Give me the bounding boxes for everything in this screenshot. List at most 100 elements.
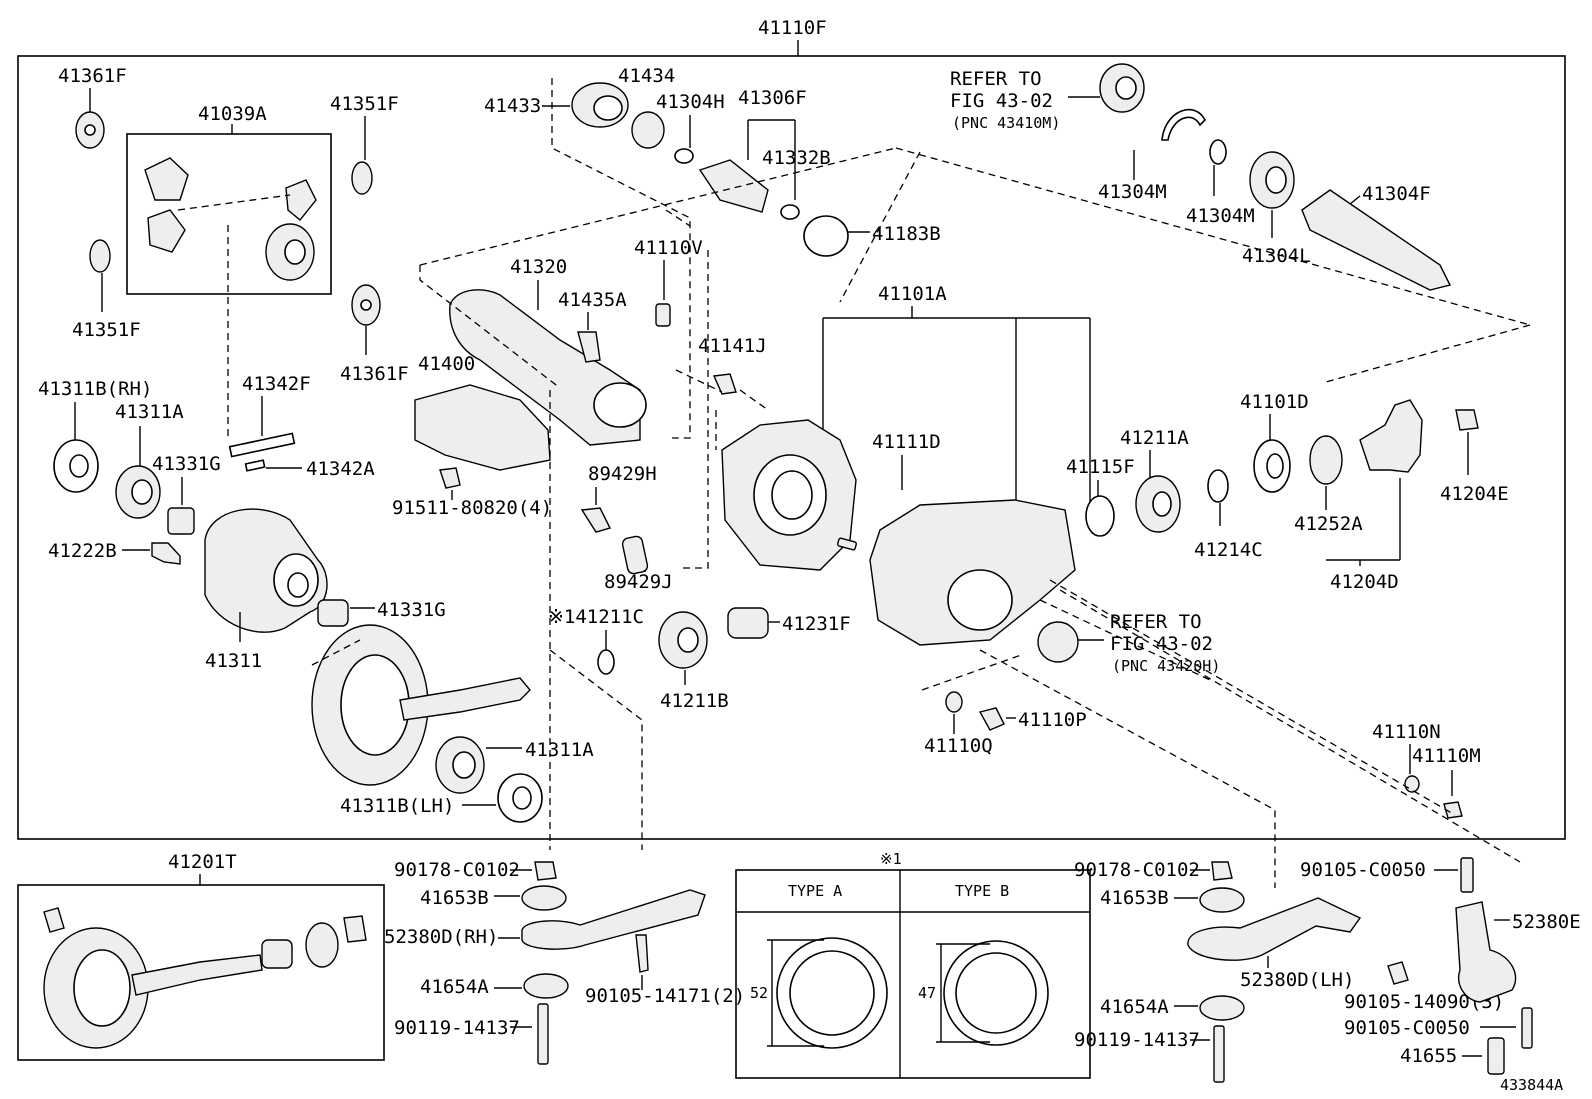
part-label-91511-80820: 91511-80820(4)	[392, 497, 552, 519]
part-label-41342A: 41342A	[306, 458, 375, 480]
link-52380E	[1455, 901, 1517, 1003]
part-label-41311B-lh: 41311B(LH)	[340, 795, 454, 817]
inset-dim-a: 52	[750, 984, 768, 1002]
ring-pinion-frame	[17, 884, 385, 1061]
part-label-41304F: 41304F	[1362, 183, 1431, 205]
part-label-90119-a: 90119-14137	[394, 1017, 520, 1039]
actuator-41400	[414, 384, 551, 471]
thrust-washer-41351F-a	[351, 161, 373, 195]
part-label-41101A: 41101A	[878, 283, 947, 305]
part-label-41311A-b: 41311A	[525, 739, 594, 761]
bracket-52380D-lh	[1187, 897, 1362, 961]
part-label-90105-14090: 90105-14090(3)	[1344, 991, 1504, 1013]
cushion-41654A-b	[1199, 995, 1245, 1021]
bushing-41231F	[727, 607, 769, 639]
refer-top-line3: (PNC 43410M)	[952, 114, 1060, 132]
bolt-41201T	[43, 907, 65, 933]
part-label-41311A-a: 41311A	[115, 401, 184, 423]
breather-41110V	[655, 303, 671, 327]
part-label-41115F: 41115F	[1066, 456, 1135, 478]
part-label-41311B-rh: 41311B(RH)	[38, 378, 152, 400]
nut-41204E	[1455, 409, 1479, 431]
part-label-41304M-inner: 41304M	[1186, 205, 1255, 227]
part-label-89429H: 89429H	[588, 463, 657, 485]
spacer-41214C	[1207, 469, 1229, 503]
bolt-90105-c0050-a	[1460, 857, 1474, 893]
part-label-90178-a: 90178-C0102	[394, 859, 520, 881]
part-label-41211C: ※141211C	[548, 606, 644, 628]
shaft-41306F	[698, 159, 769, 213]
bolt-41435A	[577, 331, 601, 363]
oil-seal-right-ref	[1037, 621, 1079, 663]
spacer-41211C	[597, 649, 615, 675]
type-inset-frame	[735, 869, 1091, 1079]
part-label-41433: 41433	[484, 95, 541, 117]
part-label-90178-b: 90178-C0102	[1074, 859, 1200, 881]
part-label-41101D: 41101D	[1240, 391, 1309, 413]
nut-90178-b	[1211, 861, 1233, 881]
part-label-41252A: 41252A	[1294, 513, 1363, 535]
part-label-41304M-outer: 41304M	[1098, 181, 1167, 203]
part-label-41304H: 41304H	[656, 91, 725, 113]
part-label-90105-c0050-b: 90105-C0050	[1344, 1017, 1470, 1039]
part-label-41222B: 41222B	[48, 540, 117, 562]
needle-bearing-41331G-a	[167, 507, 195, 535]
part-label-41361F-b: 41361F	[340, 363, 409, 385]
part-label-41654A-b: 41654A	[1100, 996, 1169, 1018]
snap-ring-41332B	[780, 204, 800, 220]
cushion-41654A-a	[523, 973, 569, 999]
inset-type-a: TYPE A	[788, 882, 842, 900]
part-label-52380D-rh: 52380D(RH)	[384, 926, 498, 948]
inset-mark: ※1	[880, 850, 902, 868]
part-label-41110V: 41110V	[634, 237, 703, 259]
differential-case-box	[126, 133, 332, 295]
nut-90178-a	[534, 861, 557, 881]
part-label-41351F-a: 41351F	[330, 93, 399, 115]
inset-type-b: TYPE B	[955, 882, 1009, 900]
part-label-41320: 41320	[510, 256, 567, 278]
bolt-90105-14090	[1387, 961, 1409, 985]
shaft-41304F	[1301, 189, 1452, 291]
part-label-41311: 41311	[205, 650, 262, 672]
bolt-41655	[1487, 1037, 1505, 1075]
refer-top-line2: FIG 43-02	[950, 90, 1053, 112]
bolt-90119-a	[537, 1003, 549, 1065]
part-label-41214C: 41214C	[1194, 539, 1263, 561]
plug-41110P	[978, 707, 1005, 731]
main-assembly-label: 41110F	[758, 17, 827, 39]
part-label-41211B: 41211B	[660, 690, 729, 712]
snap-ring-41304M-inner	[1209, 139, 1227, 165]
part-label-90105-c0050-a: 90105-C0050	[1300, 859, 1426, 881]
part-label-90105-14171: 90105-14171(2)	[585, 985, 745, 1007]
refer-top-line1: REFER TO	[950, 68, 1042, 90]
needle-bearing-41331G-b	[317, 599, 349, 627]
part-label-41110M: 41110M	[1412, 745, 1481, 767]
bolt-90105-14171	[635, 934, 649, 973]
bracket-52380D-rh	[521, 889, 706, 950]
part-label-41111D: 41111D	[872, 431, 941, 453]
bolt-41141J	[712, 373, 737, 395]
refer-right-line3: (PNC 43420H)	[1112, 657, 1220, 675]
part-label-52380D-lh: 52380D(LH)	[1240, 969, 1354, 991]
refer-right-line2: FIG 43-02	[1110, 633, 1213, 655]
thrust-washer-41351F-b	[89, 239, 111, 273]
bolt-90105-c0050-b	[1521, 1007, 1533, 1049]
part-label-41653B-b: 41653B	[1100, 887, 1169, 909]
seal-41115F	[1085, 495, 1115, 537]
part-label-41331G-b: 41331G	[377, 599, 446, 621]
snap-ring-41304H	[674, 148, 694, 164]
cushion-41653B-a	[521, 885, 567, 911]
part-label-41361F-a: 41361F	[58, 65, 127, 87]
flange-41204D	[1359, 399, 1423, 473]
part-label-41434: 41434	[618, 65, 675, 87]
part-label-41204D: 41204D	[1330, 571, 1399, 593]
snap-ring-41304M-outer	[1161, 108, 1206, 141]
part-label-41204E: 41204E	[1440, 483, 1509, 505]
plug-41222B	[151, 542, 181, 565]
part-label-41400: 41400	[418, 353, 475, 375]
part-label-41201T: 41201T	[168, 851, 237, 873]
part-label-41351F-b: 41351F	[72, 319, 141, 341]
part-label-41654A-a: 41654A	[420, 976, 489, 998]
part-label-41211A: 41211A	[1120, 427, 1189, 449]
